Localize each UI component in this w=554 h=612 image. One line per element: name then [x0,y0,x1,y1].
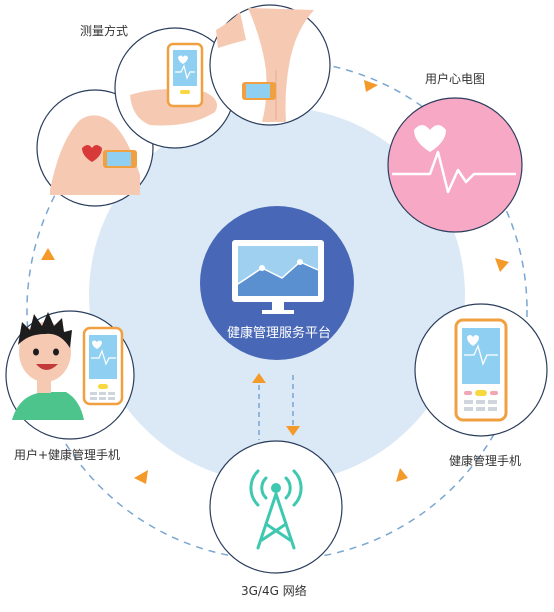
measurement-label: 测量方式 [80,24,129,38]
phone-icon [242,82,276,100]
phone-icon [103,150,137,168]
network-node [209,440,343,574]
user-node [5,310,135,440]
monitor-icon [232,240,324,314]
network-label: 3G/4G 网络 [241,584,307,598]
platform-title: 健康管理服务平台 [227,326,332,341]
ecg-node [387,97,523,233]
platform-node [200,206,354,360]
arrow-bottom-right [396,468,408,482]
hand-measure-node [114,27,236,149]
ecg-label: 用户心电图 [425,72,486,86]
heart-icon [92,340,102,349]
arrow-top-right [364,80,378,92]
leg-measure-node [209,4,331,126]
person-icon [12,312,84,420]
body-icon [50,115,140,195]
ring-arrows [41,80,509,484]
arrow-bottom-left [134,470,148,484]
platform-network-link [252,373,300,440]
phone-icon [454,318,508,422]
phone-icon [82,326,124,406]
arrow-right [495,258,509,272]
heart-icon [414,125,446,152]
phone-label: 健康管理手机 [449,454,522,468]
heart-icon [178,55,188,64]
user-label: 用户+健康管理手机 [14,448,121,462]
phone-icon [166,42,204,108]
arrow-left [41,248,55,260]
health-phone-node [414,303,548,437]
heart-icon [467,335,479,346]
signal-tower-icon [249,469,303,550]
ecg-wave-icon [392,150,516,194]
